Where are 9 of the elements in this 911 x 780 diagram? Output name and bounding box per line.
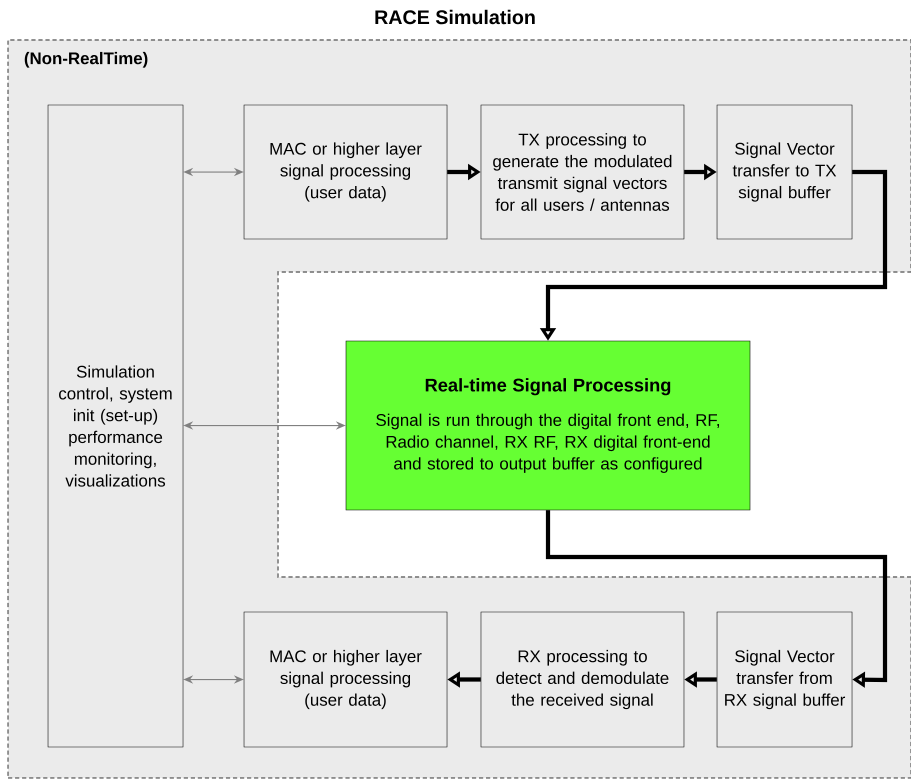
title: RACE Simulation (375, 10, 535, 24)
arrow (546, 510, 888, 688)
process-box: RX processing to detect and demodulate the received signal (480, 612, 684, 748)
control-box: Simulation control, system init (set-up) performance monitoring, visualizations (48, 104, 184, 748)
process-box: Signal Vector transfer from RX signal buffer (716, 612, 852, 748)
process-box: MAC or higher layer signal processing (user data) (244, 104, 448, 240)
process-box: TX processing to generate the modulated transmit signal vectors for all users / antennas (480, 104, 684, 240)
process-box: MAC or higher layer signal processing (user data) (244, 612, 448, 748)
process-box: Signal Vector transfer to TX signal buffer (716, 104, 852, 240)
